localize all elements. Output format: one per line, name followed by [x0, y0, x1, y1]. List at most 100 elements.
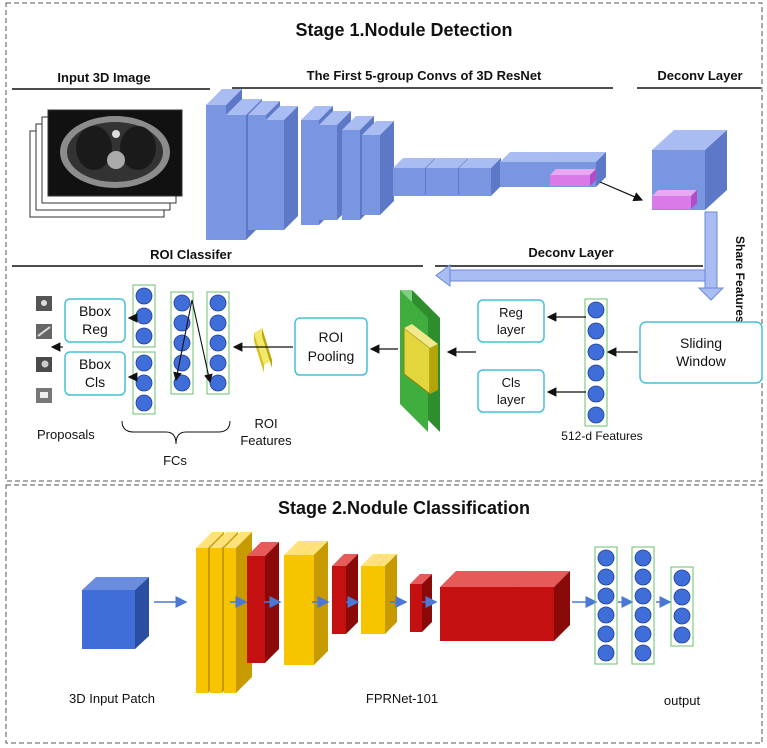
- proposals-label: Proposals: [37, 427, 95, 442]
- cls-layer-line1: Cls: [502, 375, 521, 390]
- stage2-panel: [5, 484, 763, 744]
- cls-layer-line2: layer: [497, 392, 526, 407]
- network-label: FPRNet-101: [366, 691, 438, 706]
- stage1-panel: [5, 2, 763, 482]
- bbox-cls-line1: Bbox: [79, 356, 111, 372]
- node: [587, 322, 605, 340]
- yellow-slab: [304, 541, 328, 665]
- node: [587, 301, 605, 319]
- node: [634, 587, 652, 605]
- conv-slab: [459, 158, 501, 196]
- node: [634, 606, 652, 624]
- node: [597, 606, 615, 624]
- yellow-slab: [377, 554, 397, 634]
- node: [135, 374, 153, 392]
- roi-features-line1: ROI: [254, 416, 277, 431]
- roi-pooling-line1: ROI: [319, 329, 344, 345]
- input-patch-label: 3D Input Patch: [69, 691, 155, 706]
- node: [209, 354, 227, 372]
- conv-slab: [362, 121, 394, 215]
- roi-pooling-box: [294, 317, 368, 376]
- highlight-patch: [550, 169, 596, 186]
- node: [673, 569, 691, 587]
- node: [209, 334, 227, 352]
- reg-layer-box: [477, 299, 545, 343]
- node-column: [170, 291, 194, 395]
- roi-pooling-line2: Pooling: [308, 348, 355, 364]
- node: [173, 314, 191, 332]
- highlight-to-deconv-arrow: [599, 181, 644, 202]
- fcs-brace: [121, 420, 231, 445]
- ct-image-stack: [29, 109, 183, 218]
- node-column: [206, 291, 230, 395]
- input-patch-cube: [82, 577, 149, 649]
- share-features-arrow: [697, 211, 725, 301]
- conv-slab: [266, 106, 298, 230]
- sliding-window-box: [639, 321, 763, 384]
- node: [587, 406, 605, 424]
- node: [673, 588, 691, 606]
- node: [587, 364, 605, 382]
- node: [173, 294, 191, 312]
- node: [135, 327, 153, 345]
- proposal-thumbnails: [36, 296, 52, 403]
- node: [135, 287, 153, 305]
- features-512-label: 512-d Features: [561, 429, 642, 443]
- node: [634, 549, 652, 567]
- input-image-label: Input 3D Image: [57, 70, 150, 85]
- node: [135, 354, 153, 372]
- bbox-cls-line2: Cls: [85, 374, 105, 390]
- deconv-block: [652, 130, 727, 210]
- feature-map-green: [400, 290, 440, 432]
- red-slab: [516, 571, 570, 641]
- node: [587, 343, 605, 361]
- node: [634, 625, 652, 643]
- red-slab: [332, 554, 358, 634]
- node: [587, 385, 605, 403]
- node: [209, 294, 227, 312]
- node-column: [670, 566, 694, 647]
- node: [597, 587, 615, 605]
- bbox-reg-line2: Reg: [82, 321, 108, 337]
- red-slab: [410, 574, 432, 632]
- reg-layer-line2: layer: [497, 322, 526, 337]
- node: [209, 374, 227, 392]
- fprnet-blocks: [154, 532, 672, 693]
- node: [135, 307, 153, 325]
- node: [634, 568, 652, 586]
- bbox-reg-line1: Bbox: [79, 303, 111, 319]
- node-column: [132, 351, 156, 415]
- fc-columns: [132, 284, 230, 415]
- node: [209, 314, 227, 332]
- node: [173, 354, 191, 372]
- node-column: [584, 298, 608, 427]
- node: [597, 644, 615, 662]
- fcs-label: FCs: [163, 453, 187, 468]
- roi-classifier-label: ROI Classifer: [150, 247, 232, 262]
- sliding-window-line1: Sliding: [680, 335, 722, 351]
- stage2-title: Stage 2.Nodule Classification: [278, 498, 530, 518]
- node: [597, 549, 615, 567]
- node-column: [132, 284, 156, 348]
- features-512-column: [584, 298, 608, 427]
- node: [597, 625, 615, 643]
- red-slab: [247, 542, 279, 663]
- bbox-reg-box: [64, 298, 126, 343]
- stage1-title: Stage 1.Nodule Detection: [295, 20, 512, 40]
- share-features-label: Share Features: [733, 236, 747, 323]
- roi-features-line2: Features: [240, 433, 292, 448]
- cls-layer-box: [477, 369, 545, 413]
- node-column: [594, 546, 618, 665]
- deconv-label-top: Deconv Layer: [657, 68, 742, 83]
- output-label: output: [664, 693, 701, 708]
- output-fc-columns: [594, 546, 694, 665]
- sliding-window-line2: Window: [676, 353, 727, 369]
- convs-label: The First 5-group Convs of 3D ResNet: [307, 68, 542, 83]
- node-column: [631, 546, 655, 665]
- node: [634, 644, 652, 662]
- deconv-label-mid: Deconv Layer: [528, 245, 613, 260]
- resnet-conv-blocks: [206, 89, 606, 240]
- node: [135, 394, 153, 412]
- reg-layer-line1: Reg: [499, 305, 523, 320]
